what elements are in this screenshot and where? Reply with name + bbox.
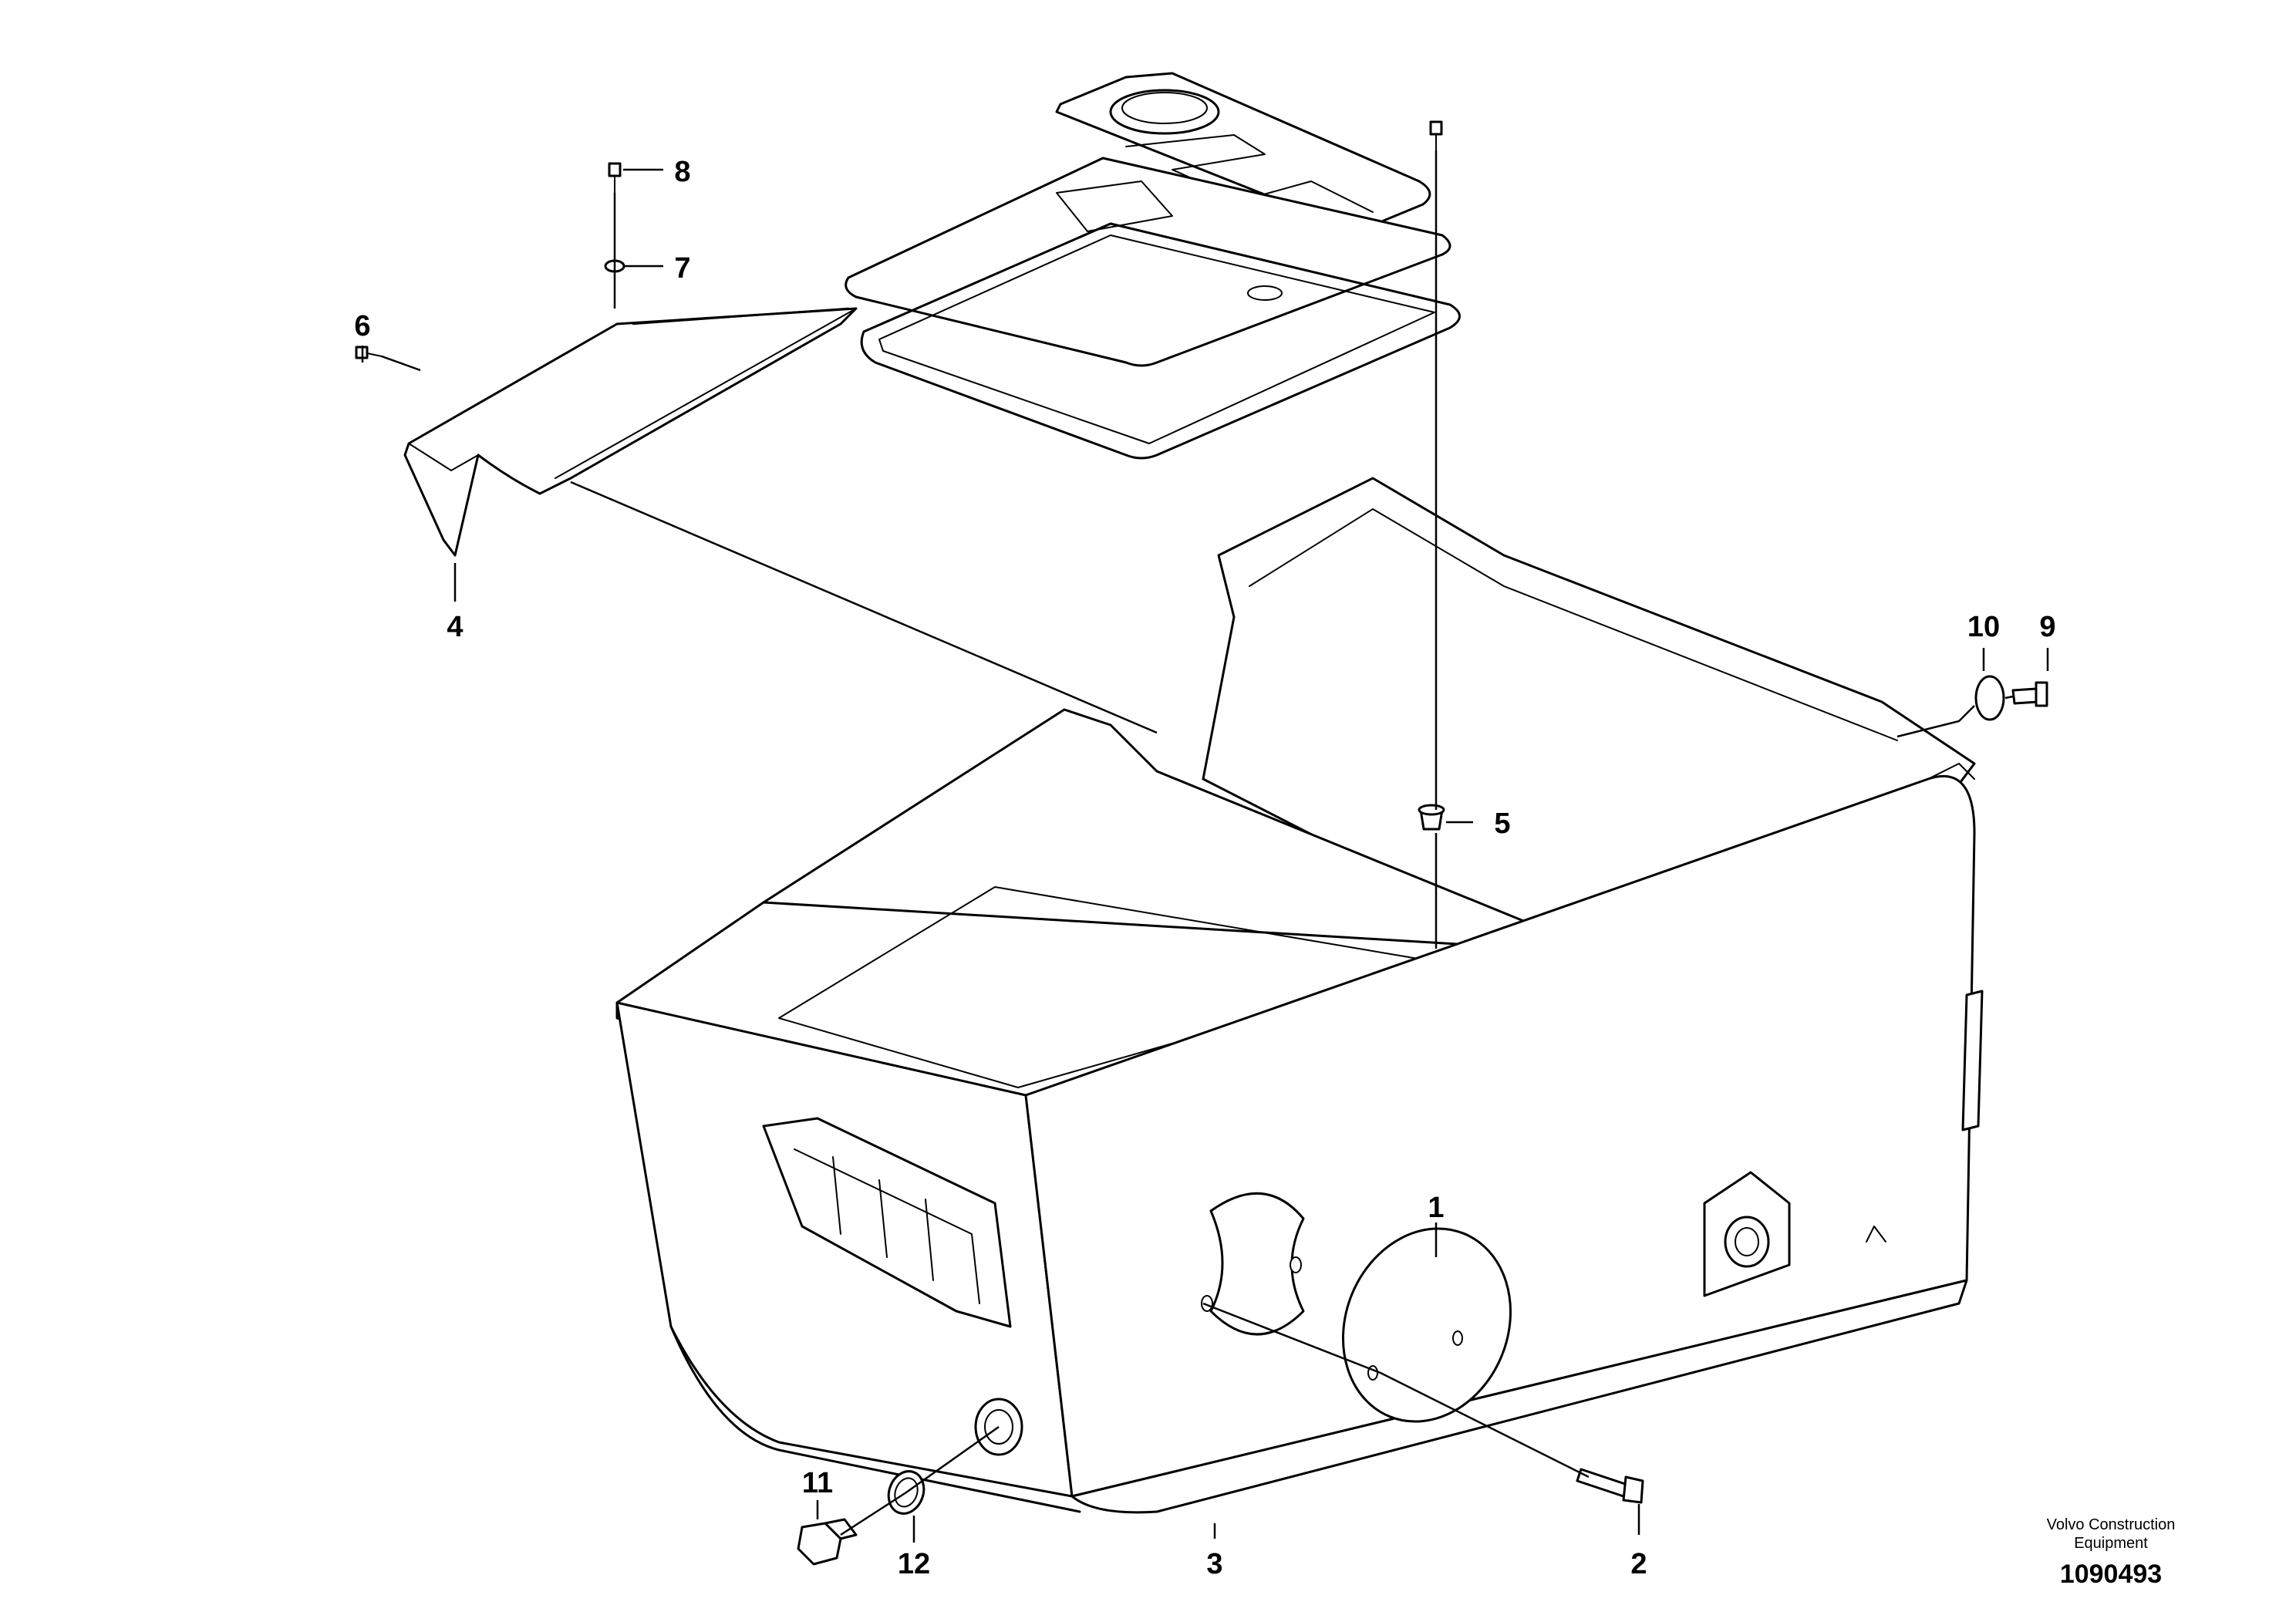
bolt-item-2 [1576, 1468, 1644, 1504]
assembly-lines [381, 150, 2014, 1536]
top-plate-screw [1429, 120, 1443, 151]
screw-item-9 [2011, 681, 2048, 707]
callout-3: 3 [1206, 1548, 1222, 1580]
drawing-number: 1090493 [2059, 1560, 2163, 1589]
cover-plate-upper [1055, 72, 1431, 233]
screw-item-8 [608, 162, 622, 194]
channel-bracket [403, 307, 858, 557]
callout-12: 12 [898, 1548, 930, 1580]
callout-1: 1 [1428, 1192, 1444, 1224]
housing-body [615, 477, 1984, 1514]
callout-10: 10 [1967, 611, 2000, 643]
callout-2: 2 [1630, 1548, 1647, 1580]
rivet-item-5 [1418, 804, 1445, 831]
callout-8: 8 [674, 156, 690, 188]
callout-7: 7 [674, 252, 690, 285]
callout-11: 11 [802, 1467, 833, 1499]
manufacturer-name: Volvo Construction [2046, 1516, 2176, 1533]
callout-leaders [361, 168, 2049, 1543]
callout-4: 4 [447, 611, 463, 643]
washer-item-10 [1974, 675, 2005, 721]
callout-6: 6 [354, 310, 370, 342]
round-cover [1341, 1227, 1512, 1423]
manufacturer-name-line2: Equipment [2074, 1535, 2148, 1552]
callout-labels: 1 2 3 4 5 6 7 8 9 10 11 12 [354, 156, 2055, 1580]
main-plate [845, 157, 1451, 367]
plug-item-11 [797, 1518, 858, 1566]
callout-9: 9 [2039, 611, 2055, 643]
gasket [860, 222, 1461, 460]
screw-item-6 [355, 346, 383, 359]
drawing-footer: Volvo Construction Equipment 1090493 [1988, 1516, 2234, 1591]
callout-5: 5 [1494, 808, 1510, 840]
